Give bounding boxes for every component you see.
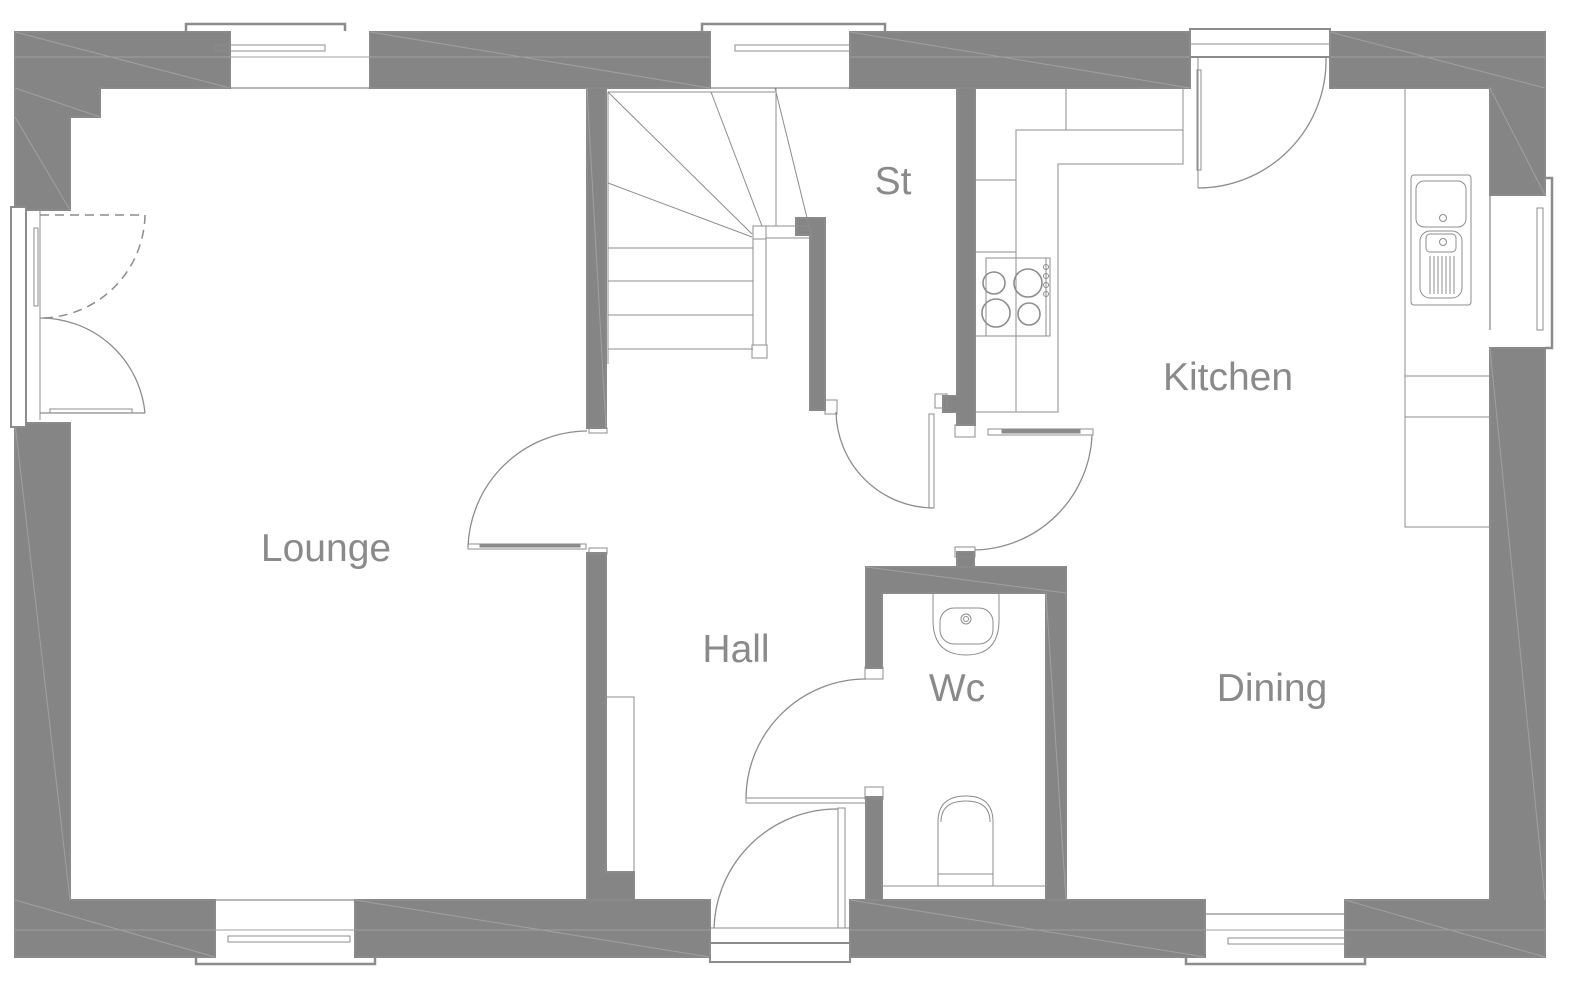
doors xyxy=(10,28,1331,963)
wall-lounge-hall-lower xyxy=(586,552,635,901)
wall-right-lower xyxy=(1344,347,1546,958)
wall-stair-store xyxy=(795,217,826,411)
staircase xyxy=(607,87,813,364)
wall-top-right-corner xyxy=(1329,31,1546,196)
store-door xyxy=(824,393,948,509)
kitchen-door xyxy=(954,424,1094,558)
room-label-hall: Hall xyxy=(702,628,770,671)
wall-left-lower xyxy=(14,422,216,958)
window-kitchen-side xyxy=(1489,176,1554,350)
lounge-door xyxy=(467,427,608,555)
wc-basin xyxy=(932,593,1000,656)
side-door xyxy=(10,206,146,428)
wall-store-kitchen xyxy=(942,87,976,426)
room-label-kitchen: Kitchen xyxy=(1162,356,1294,399)
window-lounge-top xyxy=(184,22,370,89)
front-door xyxy=(709,807,851,963)
external-walls xyxy=(14,31,1546,958)
windows xyxy=(184,22,1554,966)
kitchen-rear-door xyxy=(1189,28,1331,189)
kitchen-worktops xyxy=(975,88,1490,528)
wall-top-left-corner xyxy=(14,31,231,211)
room-label-dining: Dining xyxy=(1216,667,1328,710)
sink-drainer xyxy=(1410,174,1472,306)
internal-walls xyxy=(586,87,1067,901)
wc-toilet xyxy=(882,795,1046,887)
hob xyxy=(981,257,1051,337)
room-label-lounge: Lounge xyxy=(260,527,392,570)
window-dining-bottom xyxy=(1184,913,1367,966)
window-lounge-bottom xyxy=(194,899,377,966)
window-stair-top xyxy=(700,22,887,89)
room-label-store: St xyxy=(874,160,912,203)
wc-door xyxy=(745,666,884,804)
room-label-wc: Wc xyxy=(928,667,986,710)
wall-kitchen-hall-stub xyxy=(956,551,975,568)
hall-cupboard xyxy=(605,696,635,873)
wall-wc-lower xyxy=(865,796,883,901)
